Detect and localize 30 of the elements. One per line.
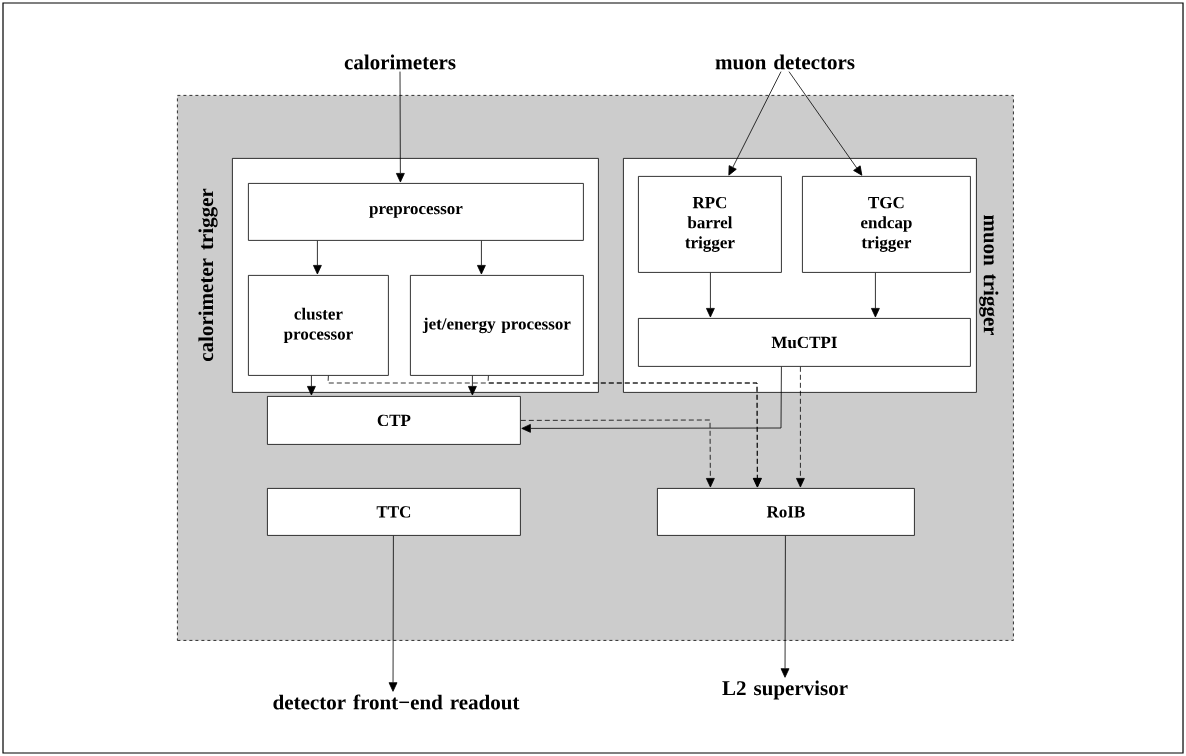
side-label: muon trigger (979, 215, 999, 336)
arrow (706, 272, 715, 318)
process-box: RPC barrel trigger (638, 176, 782, 273)
arrow (521, 366, 782, 433)
process-box: jet/energy processor (410, 275, 584, 376)
arrow (780, 535, 790, 678)
arrow (871, 272, 880, 318)
source-label: L2 supervisor (722, 680, 848, 700)
process-box: CTP (267, 396, 521, 445)
arrow (468, 375, 477, 396)
process-box: RoIB (657, 488, 915, 536)
arrow (788, 71, 863, 176)
arrow (796, 366, 805, 488)
source-label: muon detectors (715, 54, 855, 70)
arrow (487, 375, 762, 488)
arrow (313, 240, 322, 275)
arrow (728, 71, 782, 176)
arrow (477, 240, 486, 275)
source-label: detector front−end readout (273, 694, 520, 710)
side-label: calorimeter trigger (198, 188, 218, 362)
process-box: TGC endcap trigger (802, 176, 971, 273)
arrow (520, 419, 715, 488)
source-label: calorimeters (344, 54, 456, 70)
process-box: preprocessor (248, 183, 584, 241)
process-box: cluster processor (248, 275, 389, 376)
process-box: MuCTPI (638, 318, 971, 367)
arrow (396, 71, 405, 183)
arrow (307, 375, 316, 396)
process-box: TTC (267, 488, 521, 536)
arrow (388, 535, 398, 692)
